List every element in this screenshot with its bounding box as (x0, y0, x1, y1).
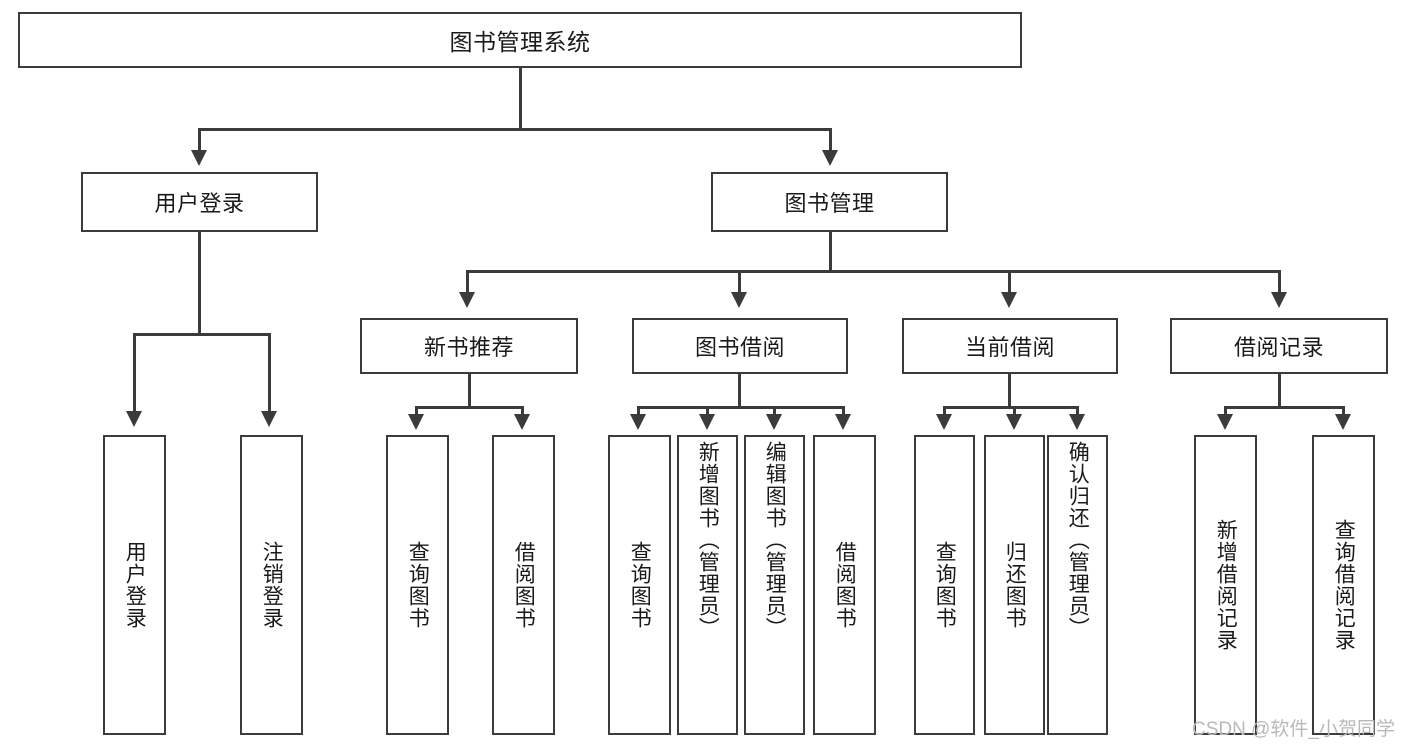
leaf-label: 借阅图书 (512, 541, 536, 629)
arrow-to-current-borrow (1001, 292, 1017, 308)
connector-bb-b4 (842, 406, 845, 416)
leaf-br-query-record[interactable]: 查询借阅记录 (1312, 435, 1375, 735)
connector-br-b2 (1342, 406, 1345, 416)
node-current-borrow[interactable]: 当前借阅 (902, 318, 1118, 374)
arrow-br-leaf-1 (1217, 414, 1233, 430)
arrow-root-to-book-mgmt (822, 150, 838, 166)
leaf-label: 注销登录 (260, 541, 284, 629)
leaf-label: 借阅图书 (833, 541, 857, 629)
leaf-bb-query-book[interactable]: 查询图书 (608, 435, 671, 735)
node-label: 借阅记录 (1233, 335, 1324, 360)
connector-bm-b3 (1008, 270, 1011, 295)
connector-bm-b1 (466, 270, 469, 295)
connector-cb-b1 (943, 406, 946, 416)
arrow-to-new-book-recommend (459, 292, 475, 308)
connector-root-stem (519, 68, 522, 130)
connector-book-mgmt-bus (466, 270, 1280, 273)
arrow-to-borrow-record (1271, 292, 1287, 308)
connector-root-to-book-mgmt (829, 128, 832, 152)
leaf-cb-return-book[interactable]: 归还图书 (984, 435, 1045, 735)
connector-cb-b2 (1013, 406, 1016, 416)
node-borrow-record[interactable]: 借阅记录 (1170, 318, 1388, 374)
leaf-label: 查询图书 (628, 541, 652, 629)
leaf-label: 用户登录 (123, 541, 147, 629)
node-user-login[interactable]: 用户登录 (81, 172, 318, 232)
leaf-nbr-borrow-book[interactable]: 借阅图书 (492, 435, 555, 735)
node-label: 新书推荐 (423, 335, 514, 360)
leaf-logout[interactable]: 注销登录 (240, 435, 303, 735)
leaf-label: 查询借阅记录 (1332, 519, 1356, 651)
leaf-br-add-record[interactable]: 新增借阅记录 (1194, 435, 1257, 735)
leaf-label: 归还图书 (1003, 541, 1027, 629)
leaf-nbr-query-book[interactable]: 查询图书 (386, 435, 449, 735)
connector-nbr-stem (468, 374, 471, 408)
connector-bb-bus (637, 406, 845, 409)
node-label: 图书管理 (784, 191, 875, 216)
connector-cb-stem (1008, 374, 1011, 408)
connector-user-login-b1 (133, 333, 136, 413)
arrow-br-leaf-2 (1335, 414, 1351, 430)
connector-user-login-b2 (268, 333, 271, 413)
node-label: 图书管理系统 (449, 29, 591, 55)
connector-nbr-bus (415, 406, 523, 409)
arrow-bb-leaf-3 (766, 414, 782, 430)
leaf-bb-edit-book-admin[interactable]: 编辑图书（管理员） (744, 435, 805, 735)
leaf-label: 新增图书（管理员） (696, 441, 720, 639)
leaf-cb-confirm-return-admin[interactable]: 确认归还（管理员） (1047, 435, 1108, 735)
connector-bb-stem (738, 374, 741, 408)
connector-bm-b2 (738, 270, 741, 295)
arrow-bb-leaf-1 (630, 414, 646, 430)
arrow-cb-leaf-3 (1069, 414, 1085, 430)
arrow-bb-leaf-4 (835, 414, 851, 430)
connector-user-login-bus (133, 333, 270, 336)
connector-cb-bus (943, 406, 1078, 409)
connector-br-b1 (1224, 406, 1227, 416)
node-label: 当前借阅 (964, 335, 1055, 360)
arrow-cb-leaf-2 (1006, 414, 1022, 430)
leaf-label: 新增借阅记录 (1214, 519, 1238, 651)
arrow-nbr-leaf-2 (514, 414, 530, 430)
leaf-label: 确认归还（管理员） (1066, 441, 1090, 639)
connector-bb-b2 (706, 406, 709, 416)
leaf-bb-borrow-book[interactable]: 借阅图书 (813, 435, 876, 735)
arrow-cb-leaf-1 (936, 414, 952, 430)
leaf-label: 查询图书 (933, 541, 957, 629)
arrow-to-leaf-logout (261, 411, 277, 427)
connector-root-bus (198, 128, 832, 131)
connector-bb-b3 (773, 406, 776, 416)
arrow-to-leaf-user-login (126, 411, 142, 427)
connector-user-login-stem (198, 232, 201, 335)
connector-nbr-b2 (521, 406, 524, 416)
connector-br-stem (1278, 374, 1281, 408)
arrow-bb-leaf-2 (699, 414, 715, 430)
node-label: 用户登录 (154, 191, 245, 216)
watermark-text: CSDN @软件_小贺同学 (1192, 719, 1395, 740)
leaf-label: 编辑图书（管理员） (763, 441, 787, 639)
connector-root-to-user-login (198, 128, 201, 152)
arrow-to-book-borrow (731, 292, 747, 308)
node-root-system[interactable]: 图书管理系统 (18, 12, 1022, 68)
connector-nbr-b1 (415, 406, 418, 416)
arrow-root-to-user-login (191, 150, 207, 166)
connector-book-mgmt-stem (829, 232, 832, 272)
node-label: 图书借阅 (694, 335, 785, 360)
leaf-bb-add-book-admin[interactable]: 新增图书（管理员） (677, 435, 738, 735)
connector-bm-b4 (1278, 270, 1281, 295)
leaf-user-login[interactable]: 用户登录 (103, 435, 166, 735)
arrow-nbr-leaf-1 (408, 414, 424, 430)
connector-br-bus (1224, 406, 1344, 409)
connector-bb-b1 (637, 406, 640, 416)
node-book-management[interactable]: 图书管理 (711, 172, 948, 232)
leaf-label: 查询图书 (406, 541, 430, 629)
connector-cb-b3 (1076, 406, 1079, 416)
watermark: CSDN @软件_小贺同学 (1192, 714, 1395, 741)
node-book-borrow[interactable]: 图书借阅 (632, 318, 848, 374)
node-new-book-recommend[interactable]: 新书推荐 (360, 318, 578, 374)
leaf-cb-query-book[interactable]: 查询图书 (914, 435, 975, 735)
